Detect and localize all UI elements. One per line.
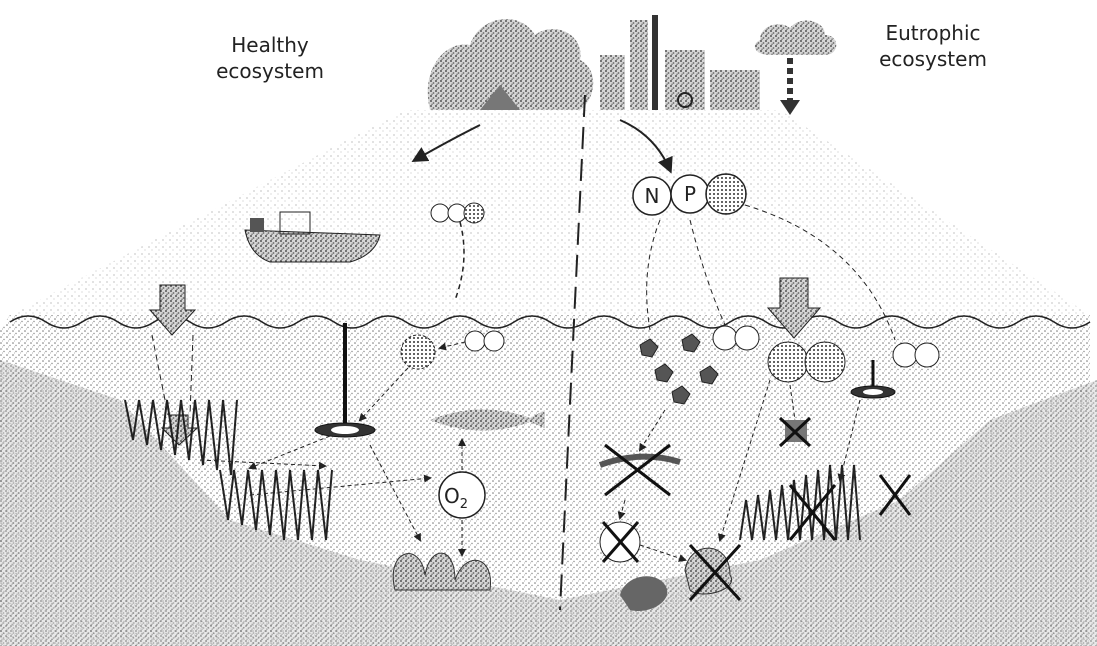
oxygen-sub: 2 (460, 497, 468, 512)
nutrient-n-large: N (645, 184, 660, 208)
land-air-region (10, 110, 1090, 315)
no-oxygen-cross (600, 522, 640, 562)
forest-icon (428, 19, 593, 110)
phytoplankton-ball-eutrophic-1 (768, 342, 808, 382)
nutrient-cluster-small (431, 203, 484, 223)
factory-icon (600, 15, 760, 110)
rain-cloud-icon (755, 21, 836, 115)
nutrient-p-large: P (684, 182, 696, 206)
oxygen-o: O (444, 484, 460, 508)
phytoplankton-ball-healthy (401, 335, 435, 369)
phytoplankton-ball-eutrophic-2 (805, 342, 845, 382)
